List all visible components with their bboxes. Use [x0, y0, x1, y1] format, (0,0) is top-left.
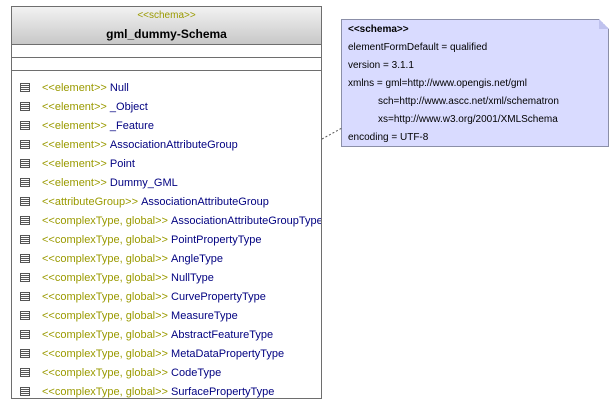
attributes-compartment [12, 45, 321, 58]
note-line-xmlns-xs: xs=http://www.w3.org/2001/XMLSchema [378, 114, 558, 125]
member-stereotype: <<element>> [42, 176, 107, 189]
element-list-icon [20, 140, 30, 149]
member-name: Dummy_GML [109, 176, 178, 189]
member-row[interactable]: <<complexType, global>> PointPropertyTyp… [12, 230, 321, 249]
member-name: MetaDataPropertyType [171, 347, 285, 360]
member-name: Point [109, 157, 135, 170]
element-list-icon [20, 292, 30, 301]
schema-note[interactable]: <<schema>> elementFormDefault = qualifie… [341, 19, 609, 147]
member-row[interactable]: <<complexType, global>> SurfacePropertyT… [12, 382, 321, 401]
note-line-encoding: encoding = UTF-8 [348, 132, 429, 143]
member-stereotype: <<complexType, global>> [42, 290, 168, 303]
member-name: CodeType [171, 366, 222, 379]
member-row[interactable]: <<element>> Dummy_GML [12, 173, 321, 192]
class-name: gml_dummy-Schema [106, 27, 227, 41]
member-stereotype: <<attributeGroup>> [42, 195, 139, 208]
member-row[interactable]: <<complexType, global>> MetaDataProperty… [12, 344, 321, 363]
member-row[interactable]: <<complexType, global>> AssociationAttri… [12, 211, 321, 230]
note-line-xmlns-gml: xmlns = gml=http://www.opengis.net/gml [348, 78, 527, 89]
member-stereotype: <<complexType, global>> [42, 366, 168, 379]
element-list-icon [20, 235, 30, 244]
member-stereotype: <<element>> [42, 100, 107, 113]
element-list-icon [20, 273, 30, 282]
member-stereotype: <<complexType, global>> [42, 347, 168, 360]
element-list-icon [20, 349, 30, 358]
member-list: <<element>> Null<<element>> _Object<<ele… [12, 71, 321, 401]
member-row[interactable]: <<complexType, global>> AbstractFeatureT… [12, 325, 321, 344]
member-name: Null [109, 81, 129, 94]
element-list-icon [20, 178, 30, 187]
element-list-icon [20, 159, 30, 168]
member-stereotype: <<element>> [42, 119, 107, 132]
member-stereotype: <<element>> [42, 138, 107, 151]
element-list-icon [20, 197, 30, 206]
member-name: AssociationAttributeGroupType [171, 214, 321, 227]
note-line-xmlns-sch: sch=http://www.ascc.net/xml/schematron [378, 96, 559, 107]
member-name: PointPropertyType [171, 233, 262, 246]
member-name: AbstractFeatureType [171, 328, 274, 341]
element-list-icon [20, 254, 30, 263]
schema-class-box[interactable]: <<schema>> gml_dummy-Schema <<element>> … [11, 6, 322, 399]
member-row[interactable]: <<attributeGroup>> AssociationAttributeG… [12, 192, 321, 211]
member-stereotype: <<element>> [42, 157, 107, 170]
note-line-element-form-default: elementFormDefault = qualified [348, 42, 488, 53]
note-connector-line [322, 127, 343, 140]
member-row[interactable]: <<complexType, global>> CurvePropertyTyp… [12, 287, 321, 306]
element-list-icon [20, 311, 30, 320]
member-row[interactable]: <<element>> Point [12, 154, 321, 173]
member-name: NullType [171, 271, 214, 284]
member-row[interactable]: <<element>> Null [12, 78, 321, 97]
element-list-icon [20, 121, 30, 130]
member-name: CurvePropertyType [171, 290, 266, 303]
member-name: AssociationAttributeGroup [141, 195, 269, 208]
member-stereotype: <<complexType, global>> [42, 309, 168, 322]
class-header: <<schema>> gml_dummy-Schema [12, 7, 321, 45]
element-list-icon [20, 216, 30, 225]
member-name: _Feature [109, 119, 154, 132]
member-stereotype: <<complexType, global>> [42, 233, 168, 246]
class-stereotype: <<schema>> [137, 10, 196, 21]
member-stereotype: <<complexType, global>> [42, 328, 168, 341]
note-line-version: version = 3.1.1 [348, 60, 414, 71]
member-name: MeasureType [171, 309, 238, 322]
member-row[interactable]: <<element>> _Feature [12, 116, 321, 135]
member-stereotype: <<complexType, global>> [42, 271, 168, 284]
member-row[interactable]: <<element>> _Object [12, 97, 321, 116]
element-list-icon [20, 102, 30, 111]
member-row[interactable]: <<complexType, global>> AngleType [12, 249, 321, 268]
member-stereotype: <<element>> [42, 81, 107, 94]
element-list-icon [20, 368, 30, 377]
member-stereotype: <<complexType, global>> [42, 385, 168, 398]
member-name: SurfacePropertyType [171, 385, 275, 398]
note-folded-corner [599, 19, 609, 29]
element-list-icon [20, 83, 30, 92]
member-row[interactable]: <<complexType, global>> MeasureType [12, 306, 321, 325]
note-title: <<schema>> [348, 24, 409, 35]
operations-compartment [12, 58, 321, 71]
member-row[interactable]: <<complexType, global>> CodeType [12, 363, 321, 382]
element-list-icon [20, 387, 30, 396]
member-name: _Object [109, 100, 148, 113]
member-row[interactable]: <<complexType, global>> NullType [12, 268, 321, 287]
member-name: AngleType [171, 252, 224, 265]
member-name: AssociationAttributeGroup [109, 138, 238, 151]
member-stereotype: <<complexType, global>> [42, 252, 168, 265]
element-list-icon [20, 330, 30, 339]
member-row[interactable]: <<element>> AssociationAttributeGroup [12, 135, 321, 154]
member-stereotype: <<complexType, global>> [42, 214, 168, 227]
